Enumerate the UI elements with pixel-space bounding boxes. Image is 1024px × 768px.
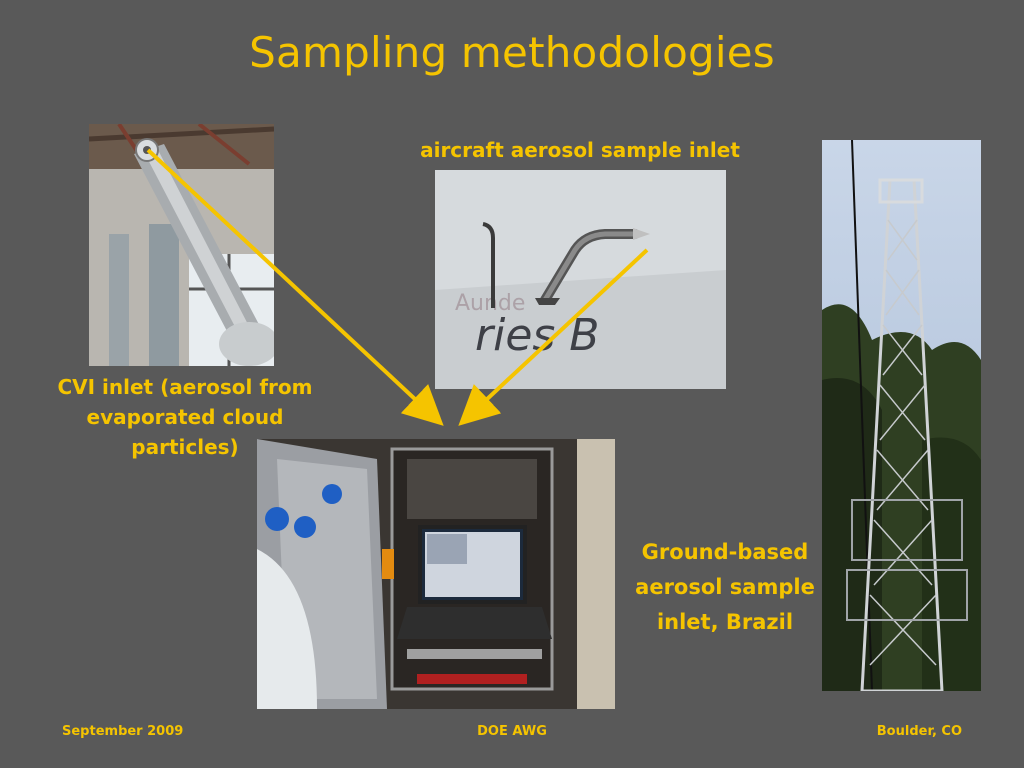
- footer-date: September 2009: [62, 724, 184, 739]
- aircraft-inlet-caption: aircraft aerosol sample inlet: [420, 138, 740, 162]
- ground-caption-line: inlet, Brazil: [656, 610, 794, 634]
- svg-text:Aunde: Aunde: [455, 291, 525, 316]
- footer-event: DOE AWG: [477, 724, 547, 739]
- slide-title: Sampling methodologies: [249, 28, 775, 77]
- cvi-inlet-photo: [89, 124, 274, 366]
- cvi-inlet-caption: CVI inlet (aerosol from evaporated cloud…: [40, 372, 330, 462]
- ground-tower-photo: [822, 140, 981, 691]
- instrument-rack-photo: [257, 439, 615, 709]
- footer-location: Boulder, CO: [876, 724, 962, 739]
- ground-caption-line: Ground-based: [641, 540, 809, 564]
- cvi-caption-line: particles): [131, 435, 239, 459]
- arrow-cvi-to-rack: [146, 148, 444, 426]
- aircraft-inlet-photo: Aunde ries B: [435, 170, 726, 389]
- ground-inlet-caption: Ground-based aerosol sample inlet, Brazi…: [625, 535, 825, 640]
- ground-caption-line: aerosol sample: [635, 575, 815, 599]
- cvi-caption-line: evaporated cloud: [86, 405, 284, 429]
- cvi-caption-line: CVI inlet (aerosol from: [57, 375, 313, 399]
- arrow-aircraft-to-rack: [458, 248, 649, 426]
